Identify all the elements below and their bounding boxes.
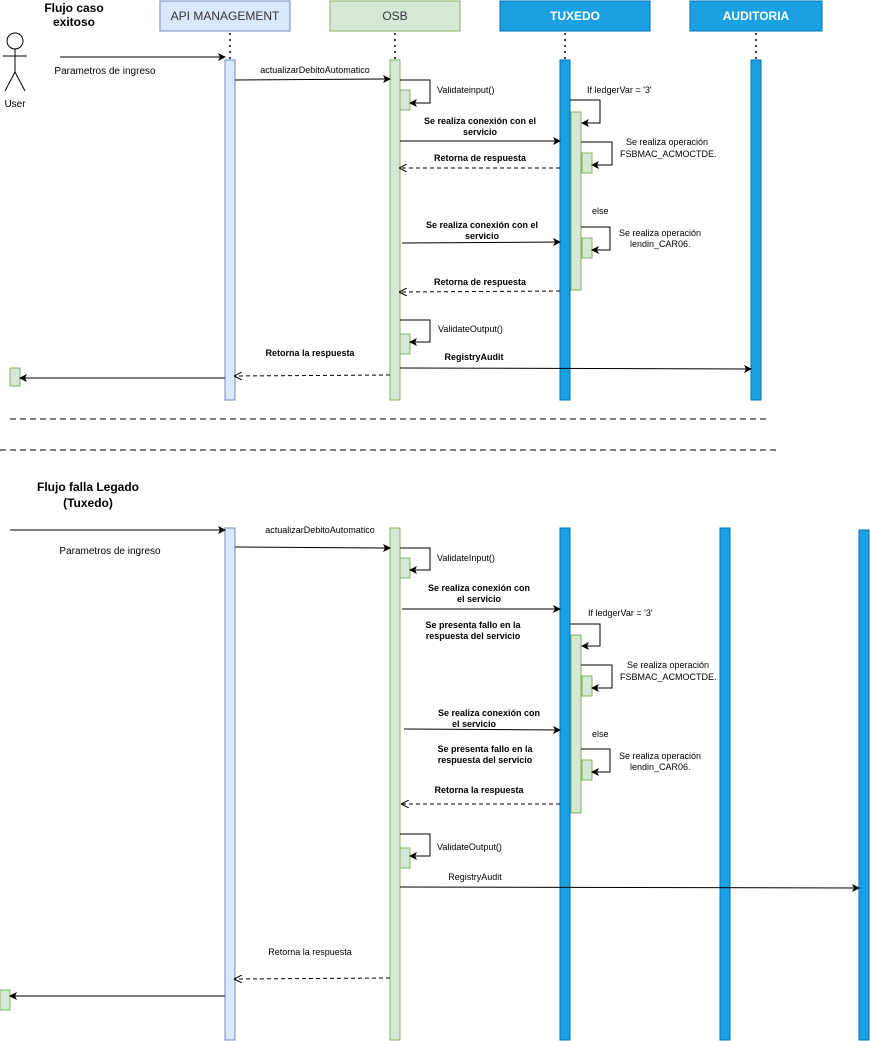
api-management-label: API MANAGEMENT	[171, 9, 280, 23]
registry-arrow-2	[399, 883, 860, 892]
op1-label-2-line2: FSBMAC_ACMOCTDE.	[620, 672, 717, 682]
conexion1-label-2-line1: Se realiza conexión con	[428, 583, 530, 593]
tuxedo-op1-bar	[581, 152, 593, 174]
op1-label-line2: FSBMAC_ACMOCTDE.	[620, 149, 717, 159]
retorna-la-arrow	[235, 375, 391, 376]
tuxedo-op2-bar-2	[581, 759, 593, 781]
retorna1-label: Retorna de respuesta	[434, 153, 527, 163]
op1-self-arrow-2	[581, 664, 613, 692]
validate-output-label: ValidateOutput()	[438, 324, 503, 334]
op1-self-arrow	[581, 141, 613, 169]
validate-input-label: Validateinput()	[437, 85, 494, 95]
fallo1-label-line1: Se presenta fallo en la	[425, 620, 521, 630]
osb-validate-input-bar	[399, 89, 411, 111]
else-label-2: else	[592, 729, 609, 739]
tuxedo-inner-bar-2	[570, 634, 582, 814]
tuxedo-activation-bar	[559, 59, 571, 401]
user-return-bar	[9, 367, 21, 387]
op2-label-2-line2: lendin_CAR06.	[630, 762, 691, 772]
auditoria-label: AUDITORIA	[723, 9, 790, 23]
auditoria-header	[689, 0, 823, 32]
tuxedo-activation-bar-2	[559, 527, 571, 1041]
conexion2-label-2-line1: Se realiza conexión con	[438, 708, 540, 718]
if-ledger-label: If ledgerVar = '3'	[587, 85, 652, 95]
osb-header	[329, 0, 461, 32]
conexion1-label-line2: servicio	[463, 127, 498, 137]
validate-output-self-arrow-2	[400, 833, 431, 860]
parametros-label: Parametros de ingreso	[54, 66, 156, 77]
validate-input-self-arrow	[400, 79, 431, 107]
conexion2-arrow-2	[403, 725, 561, 734]
op2-label-2-line1: Se realiza operación	[619, 751, 701, 761]
api-management-header	[159, 0, 291, 32]
else-label: else	[592, 206, 609, 216]
parametros-label-2: Parametros de ingreso	[59, 546, 161, 557]
registry-arrow	[399, 364, 752, 373]
tuxedo-label: TUXEDO	[550, 9, 600, 23]
flow1-title-line1: Flujo caso	[44, 1, 103, 15]
osb-validate-output-bar-2	[399, 847, 411, 869]
registry-label: RegistryAudit	[444, 352, 503, 362]
retorna-final-arrow-2	[235, 978, 391, 979]
op1-label-line1: Se realiza operación	[626, 137, 708, 147]
if-ledger-label-2: If ledgerVar = '3'	[588, 608, 653, 618]
auditoria-activation-bar-2b	[858, 529, 870, 1041]
osb-validate-input-bar-2	[399, 557, 411, 579]
fallo1-label-line2: respuesta del servicio	[426, 631, 521, 641]
tuxedo-op1-bar-2	[581, 675, 593, 697]
conexion2-arrow	[401, 238, 561, 247]
retorna-la-label-2: Retorna la respuesta	[434, 785, 524, 795]
tuxedo-header	[499, 0, 651, 32]
retorna-la-label: Retorna la respuesta	[265, 348, 355, 358]
user-actor-icon	[3, 32, 27, 92]
osb-activation-bar	[389, 59, 401, 401]
conexion2-label-2-line2: el servicio	[452, 719, 497, 729]
lifeline-dots	[229, 33, 757, 60]
flow2-title-line1: Flujo falla Legado	[37, 480, 139, 494]
osb-activation-bar-2	[389, 527, 401, 1041]
validate-output-self-arrow	[400, 319, 431, 346]
actualizar-arrow-2	[234, 543, 391, 552]
auditoria-activation-bar	[750, 59, 762, 401]
user-return-bar-2	[0, 989, 11, 1011]
conexion1-label-line1: Se realiza conexión con el	[424, 116, 536, 126]
osb-validate-output-bar	[399, 333, 411, 355]
validate-output-label-2: ValidateOutput()	[437, 842, 502, 852]
retorna2-label: Retorna de respuesta	[434, 277, 527, 287]
user-label: User	[4, 99, 26, 110]
conexion1-label-2-line2: el servicio	[457, 594, 502, 604]
op2-label-line1: Se realiza operación	[619, 228, 701, 238]
op1-label-2-line1: Se realiza operación	[627, 660, 709, 670]
flow2-title-line2: (Tuxedo)	[63, 496, 113, 510]
actualizar-label-2: actualizarDebitoAutomatico	[265, 525, 375, 535]
validate-input-label-2: ValidateInput()	[437, 553, 495, 563]
api-activation-bar-2	[224, 527, 236, 1041]
op2-self-arrow-2	[581, 748, 611, 776]
fallo2-label-line2: respuesta del servicio	[438, 755, 533, 765]
fallo2-label-line1: Se presenta fallo en la	[437, 744, 533, 754]
tuxedo-op2-bar	[581, 237, 593, 259]
auditoria-activation-bar-2a	[719, 527, 731, 1041]
registry-label-2: RegistryAudit	[448, 872, 502, 882]
op2-label-line2: lendin_CAR06.	[630, 239, 691, 249]
api-activation-bar	[224, 59, 236, 401]
osb-label: OSB	[382, 9, 407, 23]
op2-self-arrow	[581, 226, 611, 254]
validate-input-self-arrow-2	[400, 547, 431, 574]
actualizar-arrow	[234, 75, 391, 84]
if-ledger-self-arrow	[570, 99, 601, 127]
conexion2-label-line2: servicio	[465, 231, 500, 241]
tuxedo-inner-bar	[570, 111, 582, 291]
actualizar-label: actualizarDebitoAutomatico	[260, 65, 370, 75]
conexion2-label-line1: Se realiza conexión con el	[426, 220, 538, 230]
flow1-title-line2: exitoso	[53, 15, 95, 29]
retorna2-arrow	[400, 291, 561, 292]
if-ledger-self-arrow-2	[570, 623, 601, 650]
retorna-final-label-2: Retorna la respuesta	[268, 947, 352, 957]
